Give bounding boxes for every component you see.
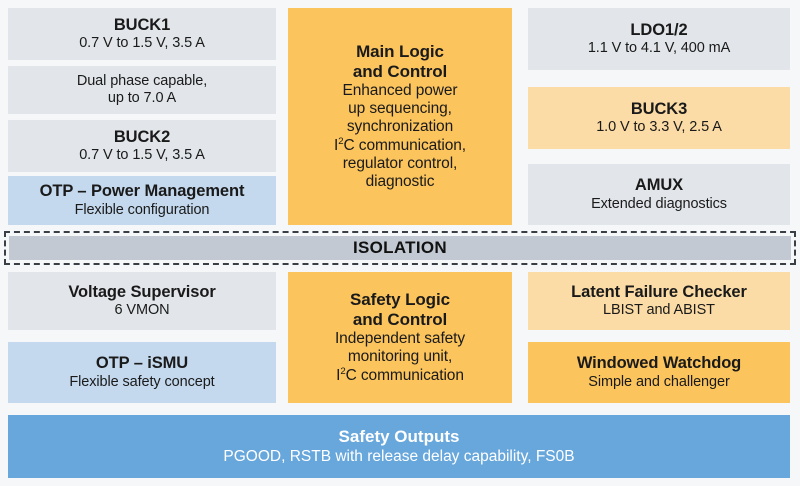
- block-buck2[interactable]: BUCK2 0.7 V to 1.5 V, 3.5 A: [8, 120, 276, 172]
- block-latent-failure-checker-subtitle: LBIST and ABIST: [603, 302, 715, 319]
- block-dual-phase-subtitle: Dual phase capable,up to 7.0 A: [76, 72, 208, 106]
- block-amux-title: AMUX: [634, 176, 684, 195]
- block-dual-phase[interactable]: Dual phase capable,up to 7.0 A: [8, 66, 276, 114]
- block-otp-ismu-title: OTP – iSMU: [95, 354, 189, 373]
- block-ldo1-2-subtitle: 1.1 V to 4.1 V, 400 mA: [587, 40, 731, 57]
- block-windowed-watchdog[interactable]: Windowed Watchdog Simple and challenger: [528, 342, 790, 403]
- block-latent-failure-checker-title: Latent Failure Checker: [571, 282, 747, 301]
- block-otp-ismu-subtitle: Flexible safety concept: [69, 373, 215, 390]
- block-otp-power-management[interactable]: OTP – Power Management Flexible configur…: [8, 176, 276, 225]
- block-buck1[interactable]: BUCK1 0.7 V to 1.5 V, 3.5 A: [8, 8, 276, 60]
- block-buck3-title: BUCK3: [630, 99, 688, 118]
- block-windowed-watchdog-subtitle: Simple and challenger: [588, 373, 730, 390]
- block-buck2-subtitle: 0.7 V to 1.5 V, 3.5 A: [79, 147, 205, 164]
- block-buck3-subtitle: 1.0 V to 3.3 V, 2.5 A: [596, 119, 722, 136]
- block-latent-failure-checker[interactable]: Latent Failure Checker LBIST and ABIST: [528, 272, 790, 330]
- block-amux-subtitle: Extended diagnostics: [591, 195, 727, 212]
- isolation-band: ISOLATION: [4, 231, 796, 265]
- block-safety-outputs[interactable]: Safety Outputs PGOOD, RSTB with release …: [8, 415, 790, 478]
- block-voltage-supervisor-title: Voltage Supervisor: [68, 282, 216, 301]
- block-voltage-supervisor[interactable]: Voltage Supervisor 6 VMON: [8, 272, 276, 330]
- block-ldo1-2[interactable]: LDO1/2 1.1 V to 4.1 V, 400 mA: [528, 8, 790, 70]
- block-ldo1-2-title: LDO1/2: [630, 20, 688, 39]
- isolation-band-fill: ISOLATION: [9, 236, 791, 260]
- block-amux[interactable]: AMUX Extended diagnostics: [528, 164, 790, 225]
- block-buck1-subtitle: 0.7 V to 1.5 V, 3.5 A: [79, 35, 205, 52]
- block-otp-power-management-title: OTP – Power Management: [39, 182, 245, 201]
- block-safety-outputs-title: Safety Outputs: [338, 427, 460, 447]
- isolation-label: ISOLATION: [353, 238, 447, 257]
- block-otp-power-management-subtitle: Flexible configuration: [74, 201, 210, 218]
- block-buck1-title: BUCK1: [113, 15, 171, 34]
- block-voltage-supervisor-subtitle: 6 VMON: [114, 302, 170, 319]
- block-windowed-watchdog-title: Windowed Watchdog: [576, 354, 742, 373]
- block-buck2-title: BUCK2: [113, 127, 171, 146]
- block-safety-outputs-subtitle: PGOOD, RSTB with release delay capabilit…: [223, 448, 575, 466]
- block-buck3[interactable]: BUCK3 1.0 V to 3.3 V, 2.5 A: [528, 87, 790, 149]
- block-otp-ismu[interactable]: OTP – iSMU Flexible safety concept: [8, 342, 276, 403]
